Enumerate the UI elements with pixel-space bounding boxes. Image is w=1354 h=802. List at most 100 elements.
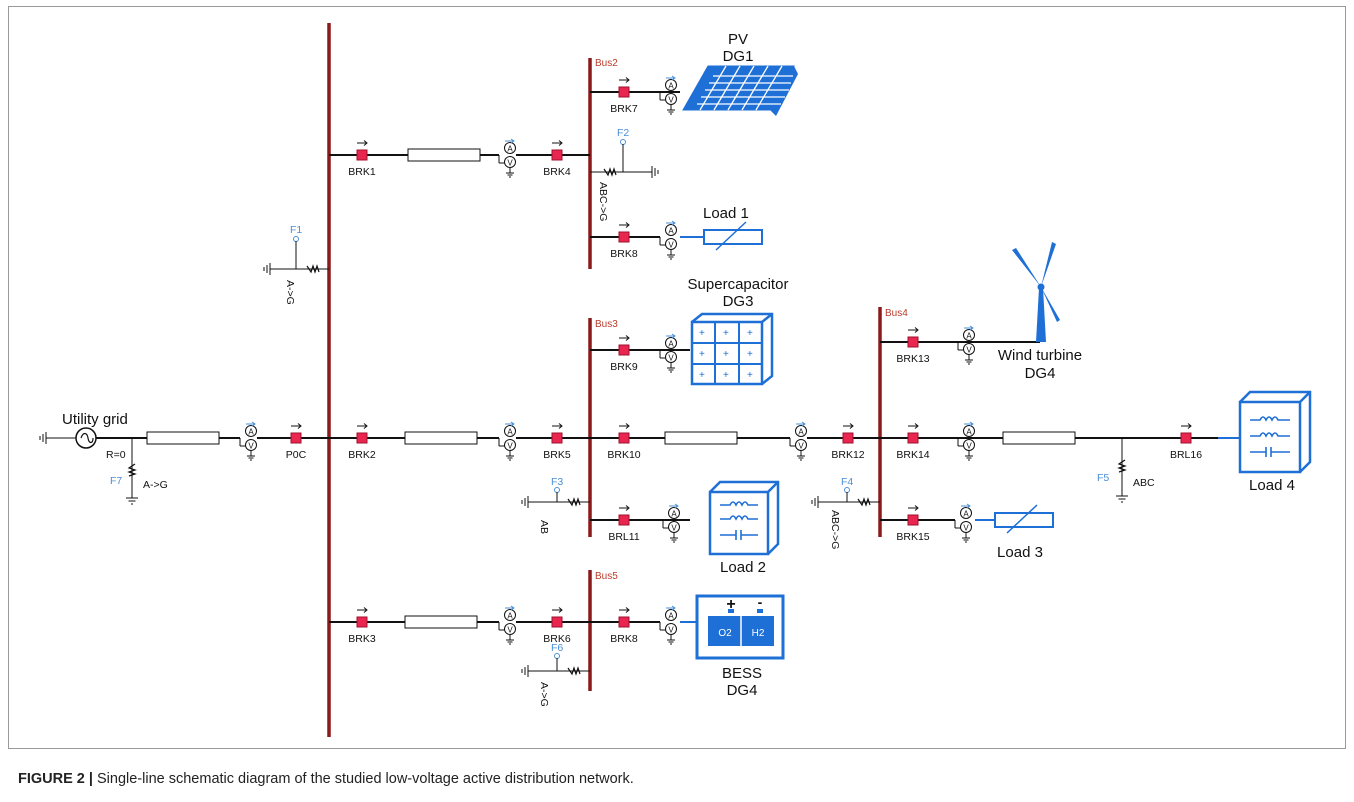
caption-text: Single-line schematic diagram of the stu… (92, 771, 634, 787)
breaker-brk15-label: BRK15 (896, 531, 929, 543)
fault-f3-type: AB (538, 520, 550, 534)
ground-utility (39, 431, 47, 445)
breaker-p0c[interactable] (290, 423, 302, 444)
breaker-brl11-label: BRL11 (608, 531, 639, 543)
dg4-wind-label: DG4 (1025, 365, 1056, 382)
breaker-brk1[interactable] (356, 140, 368, 161)
breaker-brl11[interactable] (618, 505, 630, 526)
bess-h2-label: H2 (752, 628, 765, 639)
wind-turbine-icon (1012, 242, 1060, 342)
breaker-brk12-label: BRK12 (831, 449, 864, 461)
breaker-brk12[interactable] (842, 423, 854, 444)
meter-utility (239, 421, 257, 461)
meter-bus3-bus4 (789, 421, 807, 461)
bus3-label: Bus3 (595, 319, 618, 330)
svg-text:+: + (747, 349, 753, 360)
ground-f2 (651, 165, 659, 179)
fault-f4-marker (844, 487, 850, 493)
fault-f1-marker (293, 236, 299, 242)
breaker-brk8-bus5-label: BRK8 (610, 633, 638, 645)
meter-feeder3 (498, 605, 516, 645)
breaker-brk3[interactable] (356, 607, 368, 628)
utility-source-icon (75, 427, 97, 449)
fault-f7-label: F7 (110, 475, 122, 487)
bess-icon: O2 H2 + - (695, 594, 785, 660)
meter-wind (957, 325, 975, 365)
breaker-brk2-label: BRK2 (348, 449, 376, 461)
load2-label: Load 2 (720, 559, 766, 576)
breaker-brk7[interactable] (618, 77, 630, 98)
breaker-brk10-label: BRK10 (607, 449, 640, 461)
breaker-brk10[interactable] (618, 423, 630, 444)
dg3-label: DG3 (723, 293, 754, 310)
breaker-brl16[interactable] (1180, 423, 1192, 444)
meter-feeder2 (498, 421, 516, 461)
fault-f4-label: F4 (841, 476, 853, 488)
breaker-brk5[interactable] (551, 423, 563, 444)
breaker-brk8-bus5[interactable] (618, 607, 630, 628)
meter-load3 (954, 503, 972, 543)
meter-pv (659, 75, 677, 115)
load2-icon (708, 480, 780, 556)
figure-frame (8, 6, 1346, 749)
ground-f3 (521, 495, 529, 509)
breaker-brk6-label: BRK6 (543, 633, 571, 645)
ground-f1 (263, 262, 271, 276)
line-impedance (404, 431, 478, 445)
fault-f6-type: A->G (538, 682, 550, 707)
fault-f2-marker (620, 139, 626, 145)
breaker-brk15[interactable] (907, 505, 919, 526)
breaker-brk3-label: BRK3 (348, 633, 376, 645)
breaker-brk4-label: BRK4 (543, 166, 571, 178)
breaker-brk9-label: BRK9 (610, 361, 638, 373)
svg-text:+: + (699, 349, 705, 360)
ground-f4 (811, 495, 819, 509)
pv-panel-icon (682, 65, 798, 116)
load4-icon (1238, 390, 1312, 474)
breaker-brk6[interactable] (551, 607, 563, 628)
breaker-p0c-label: P0C (286, 449, 307, 461)
breaker-brk2[interactable] (356, 423, 368, 444)
line-impedance (407, 148, 481, 162)
fault-f2-type: ABC->G (597, 182, 609, 221)
bess-o2-label: O2 (718, 628, 732, 639)
line-impedance (146, 431, 220, 445)
breaker-brk14-label: BRK14 (896, 449, 929, 461)
fault-f5-label: F5 (1097, 472, 1109, 484)
fault-f3-marker (554, 487, 560, 493)
fault-f1-label: F1 (290, 224, 302, 236)
bus5-label: Bus5 (595, 571, 618, 582)
breaker-brk8-bus2-label: BRK8 (610, 248, 638, 260)
dg4-bess-label: DG4 (727, 682, 758, 699)
dg1-label: DG1 (723, 48, 754, 65)
breaker-brk8-bus2[interactable] (618, 222, 630, 243)
fault-f3-label: F3 (551, 476, 563, 488)
breaker-brk13[interactable] (907, 327, 919, 348)
load4-label: Load 4 (1249, 477, 1295, 494)
breaker-brl16-label: BRL16 (1170, 449, 1202, 461)
load1-icon (680, 221, 763, 251)
breaker-brk4[interactable] (551, 140, 563, 161)
meter-load1 (659, 220, 677, 260)
fault-f5-type: ABC (1133, 477, 1155, 489)
meter-supercap (659, 333, 677, 373)
utility-grid-label: Utility grid (62, 411, 128, 428)
svg-text:+: + (747, 328, 753, 339)
svg-text:+: + (699, 370, 705, 381)
load3-label: Load 3 (997, 544, 1043, 561)
single-line-diagram: A V Bus2 Bus3 Bus4 Bus5 (39, 23, 1312, 737)
breaker-brk7-label: BRK7 (610, 103, 638, 115)
supercapacitor-icon: +++ +++ +++ (690, 312, 774, 386)
wind-turbine-label: Wind turbine (998, 347, 1082, 364)
breaker-brk14[interactable] (907, 423, 919, 444)
r0-label: R=0 (106, 449, 126, 461)
load1-label: Load 1 (703, 205, 749, 222)
svg-text:+: + (699, 328, 705, 339)
meter-load2 (662, 503, 680, 543)
load3-icon (975, 504, 1054, 534)
fault-f6-marker (554, 653, 560, 659)
line-impedance (1002, 431, 1076, 445)
bess-label: BESS (722, 665, 762, 682)
bus4-label: Bus4 (885, 308, 908, 319)
breaker-brk9[interactable] (618, 335, 630, 356)
